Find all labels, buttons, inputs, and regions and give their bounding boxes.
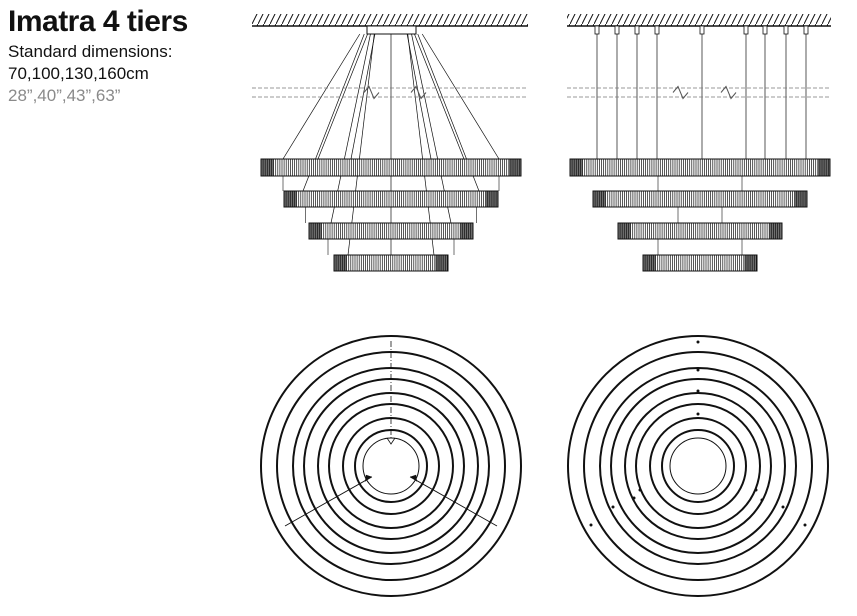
cable-anchor [743, 25, 749, 35]
ring-outline [354, 429, 428, 503]
break-symbol [410, 85, 427, 100]
cable-anchor [614, 25, 620, 35]
fixing-point [632, 496, 636, 500]
dimensions-label: Standard dimensions: [8, 42, 173, 61]
ring-outline [669, 437, 727, 495]
canopy [366, 25, 417, 35]
suspension-cable [406, 33, 432, 160]
ring-outline [649, 417, 747, 515]
suspension-cable [407, 33, 435, 256]
suspension-cable [317, 33, 368, 160]
cable-anchor [699, 25, 705, 35]
tier-ring [617, 222, 783, 240]
suspension-cable [350, 33, 376, 160]
arrow-head [410, 474, 418, 482]
break-symbol [672, 85, 689, 100]
elevation-vertical-cables [567, 14, 831, 272]
cable-anchor [634, 25, 640, 35]
cable-anchor [803, 25, 809, 35]
cable-direction-arrow [284, 476, 373, 527]
tier-ring [260, 158, 522, 177]
break-symbol [720, 85, 737, 100]
fixing-point [611, 505, 615, 509]
ring-outline [635, 403, 761, 529]
fixing-point [803, 523, 807, 527]
product-title: Imatra 4 tiers [8, 5, 188, 38]
fixing-point [589, 523, 593, 527]
fixing-point [696, 368, 700, 372]
arrow-head [364, 474, 372, 482]
ring-outline [567, 335, 829, 597]
fixing-point [781, 505, 785, 509]
fixing-point [696, 340, 700, 344]
suspension-cable [421, 33, 500, 160]
cable-anchor [654, 25, 660, 35]
tier-ring [308, 222, 474, 240]
cable-direction-arrow [409, 476, 498, 527]
ring-outline [610, 378, 786, 554]
tier-ring [283, 190, 499, 208]
ring-outline [362, 437, 420, 495]
center-mark [386, 437, 396, 445]
ring-outline [661, 429, 735, 503]
cable-anchor [762, 25, 768, 35]
fixing-point [696, 412, 700, 416]
ring-outline [624, 392, 772, 540]
ring-outline [317, 392, 465, 540]
fixing-point [760, 498, 764, 502]
suspension-cable [414, 33, 465, 160]
dimensions-block: Standard dimensions: 70,100,130,160cm 28… [8, 41, 172, 107]
suspension-cable [347, 33, 375, 256]
metric-dimensions: 70,100,130,160cm [8, 64, 149, 83]
fixing-point [696, 389, 700, 393]
imperial-dimensions: 28”,40”,43”,63” [8, 86, 121, 105]
tier-ring [333, 254, 449, 272]
ring-outline [599, 367, 797, 565]
break-symbol [363, 85, 380, 100]
suspension-cable [282, 33, 361, 160]
plan-view-vertical-cables [567, 335, 829, 597]
ceiling-hatch [567, 14, 831, 26]
cable-anchor [594, 25, 600, 35]
ceiling-hatch [252, 14, 528, 26]
elevation-converging-cables [252, 14, 528, 272]
cable-anchor [783, 25, 789, 35]
fixing-point [754, 488, 758, 492]
ring-outline [583, 351, 813, 581]
tier-ring [592, 190, 808, 208]
fixing-point [638, 488, 642, 492]
tier-ring [569, 158, 831, 177]
plan-view-converging-cables [260, 335, 522, 597]
tier-ring [642, 254, 758, 272]
ring-outline [260, 335, 522, 597]
ring-outline [303, 378, 479, 554]
